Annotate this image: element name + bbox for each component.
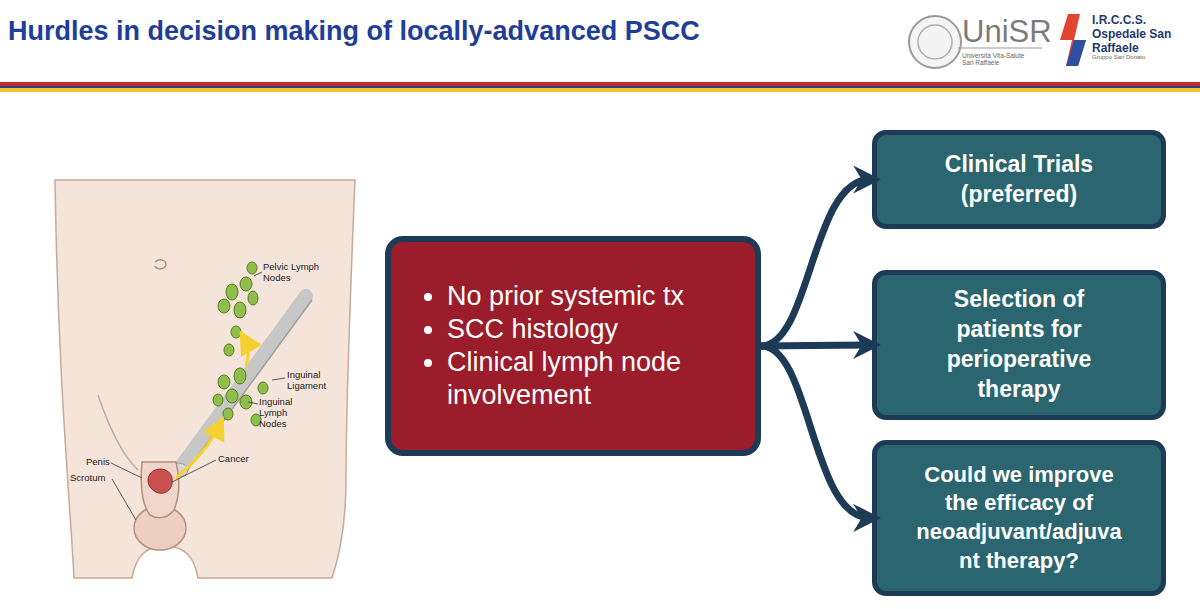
logo-seal bbox=[918, 25, 952, 59]
logo-subtext: Gruppo San Donato bbox=[1092, 54, 1192, 61]
spread-arrow bbox=[176, 424, 220, 478]
header-stripe bbox=[0, 88, 1200, 92]
box-text: Selection of patients for perioperative … bbox=[939, 285, 1099, 405]
option-box: Clinical Trials (preferred) bbox=[872, 130, 1166, 229]
anatomy-label: Inguinal Lymph Nodes bbox=[259, 397, 314, 430]
penis-shape bbox=[141, 462, 179, 518]
option-box: Selection of patients for perioperative … bbox=[872, 270, 1166, 420]
curved-arrow bbox=[761, 346, 870, 518]
logo-subtext: Università Vita-Salute San Raffaele bbox=[962, 52, 1032, 67]
curved-arrow bbox=[761, 345, 870, 346]
anatomy-label: Pelvic Lymph Nodes bbox=[263, 262, 323, 284]
logo-text: I.R.C.C.S. Ospedale San Raffaele bbox=[1092, 14, 1192, 55]
anatomy-label: Scrotum bbox=[70, 473, 120, 484]
curved-arrow bbox=[761, 180, 870, 347]
bullet-item: Clinical lymph node involvement bbox=[447, 346, 735, 412]
navel bbox=[155, 260, 166, 269]
box-text-group: Selection of patients for perioperative … bbox=[939, 285, 1099, 405]
logo-text: UniSR bbox=[962, 14, 1082, 50]
box-text-group: Clinical Trials (preferred) bbox=[903, 150, 1135, 210]
bullet-item: SCC histology bbox=[447, 313, 735, 346]
spread-arrow bbox=[244, 338, 248, 366]
anatomy-label: Penis bbox=[86, 457, 126, 468]
box-text: Clinical Trials (preferred) bbox=[903, 150, 1135, 210]
box-text-group: Could we improve the efficacy of neoadju… bbox=[913, 461, 1125, 575]
criteria-box: No prior systemic txSCC histologyClinica… bbox=[385, 236, 761, 456]
logo-seal bbox=[909, 16, 961, 68]
cancer-lesion bbox=[148, 469, 172, 493]
header-stripe bbox=[0, 82, 1200, 86]
bullet-list: No prior systemic txSCC histologyClinica… bbox=[391, 280, 755, 412]
anatomy-label: Inguinal Ligament bbox=[287, 370, 342, 392]
bullet-item: No prior systemic tx bbox=[447, 280, 735, 313]
body-outline bbox=[55, 180, 355, 578]
option-box: Could we improve the efficacy of neoadju… bbox=[872, 440, 1166, 596]
leader-line bbox=[111, 272, 285, 520]
pelvic-lymph-nodes bbox=[218, 262, 258, 356]
slide-title: Hurdles in decision making of locally-ad… bbox=[8, 16, 700, 47]
anatomy-label: Cancer bbox=[218, 454, 268, 465]
header-stripe bbox=[0, 86, 1200, 88]
box-text: Could we improve the efficacy of neoadju… bbox=[913, 461, 1125, 575]
logo-icon bbox=[1066, 40, 1086, 66]
logo-icon bbox=[1060, 14, 1086, 66]
